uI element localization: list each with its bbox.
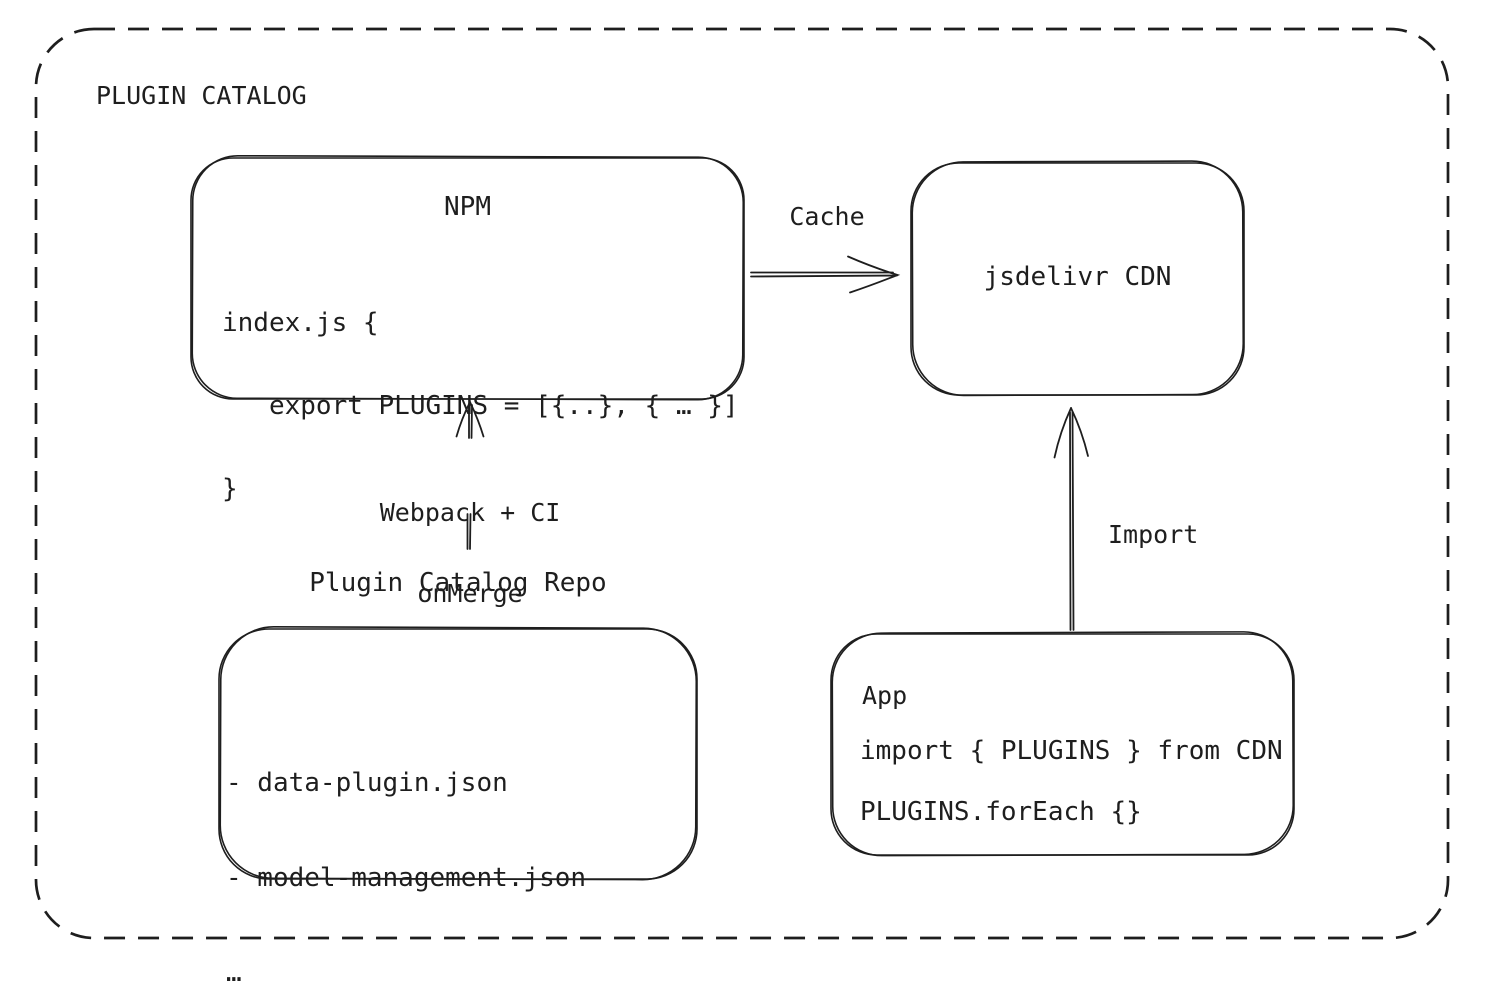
build-arrow-label-line: onMerge <box>417 579 523 608</box>
npm-code-block: index.js { export PLUGINS = [{..}, { … }… <box>222 256 739 557</box>
import-arrow-label: Import <box>1108 520 1199 549</box>
repo-file-item: - model-management.json <box>226 863 587 893</box>
catalog-boundary <box>34 27 1450 940</box>
build-arrow <box>455 401 485 550</box>
cdn-box-title: jsdelivr CDN <box>983 262 1172 292</box>
repo-box-title: Plugin Catalog Repo <box>309 568 607 598</box>
import-arrow <box>1053 407 1089 631</box>
app-code-line: PLUGINS.forEach {} <box>860 797 1142 827</box>
app-box <box>830 631 1295 857</box>
repo-file-item: … <box>226 958 242 988</box>
build-arrow-label-line: Webpack + CI <box>379 498 561 527</box>
build-arrow-label: Webpack + CI onMerge <box>340 447 600 659</box>
repo-file-list: - data-plugin.json - model-management.js… <box>226 704 586 1002</box>
app-box-title: App <box>862 681 908 710</box>
npm-box <box>190 154 745 401</box>
app-code-line: import { PLUGINS } from CDN <box>860 736 1283 766</box>
repo-file-item: - data-plugin.json <box>226 768 508 798</box>
npm-box-title: NPM <box>444 192 491 222</box>
diagram-title: PLUGIN CATALOG <box>96 81 307 110</box>
npm-code-line: index.js { <box>222 308 379 338</box>
cache-arrow-label: Cache <box>789 202 865 231</box>
repo-box <box>218 626 698 881</box>
npm-code-line: export PLUGINS = [{..}, { … }] <box>222 391 739 421</box>
npm-code-line: } <box>222 474 238 504</box>
cdn-box <box>910 160 1245 397</box>
cache-arrow <box>750 255 901 294</box>
